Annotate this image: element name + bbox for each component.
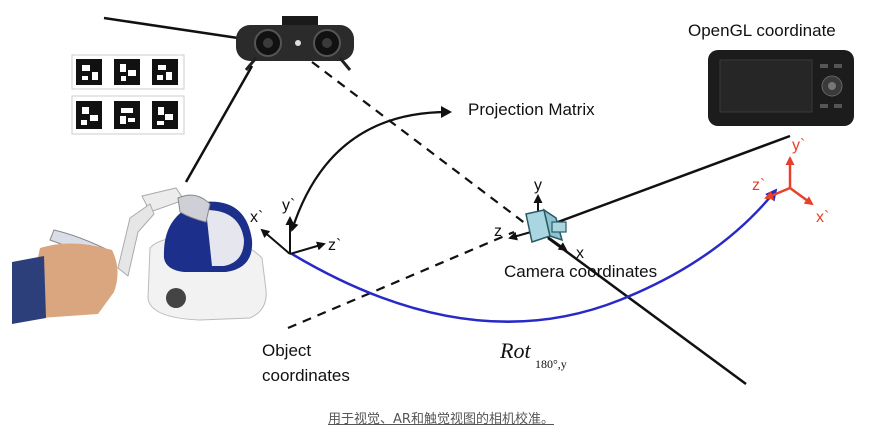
object-coordinates-label-line2: coordinates [262, 366, 350, 385]
projection-matrix-arrow [289, 110, 449, 232]
opengl-axis-z-label: z` [752, 177, 765, 194]
projection-matrix-label: Projection Matrix [468, 100, 595, 119]
object-axes [260, 216, 326, 255]
haptic-device-icon [12, 65, 267, 324]
figure-caption: 用于视觉、AR和触觉视图的相机校准。 [328, 412, 554, 427]
opengl-coordinate-label: OpenGL coordinate [688, 21, 836, 40]
camera-axis-z-label: z [494, 223, 502, 240]
projection-dashed-line-object [287, 230, 515, 330]
object-coordinates-label-line1: Object [262, 341, 311, 360]
projection-dashed-line-camera [311, 61, 527, 225]
camera-to-opengl-line [557, 134, 791, 224]
rotation-label: Rot [499, 338, 531, 363]
camera-coordinates-label: Camera coordinates [504, 262, 657, 281]
camera-axis-y-label: y [534, 177, 542, 194]
projection-matrix-arrowtail [441, 106, 452, 118]
object-axis-z-label: z` [328, 237, 341, 254]
handheld-display-icon [708, 50, 854, 126]
object-axis-x-label: x` [250, 209, 263, 226]
fiducial-marker-icon [71, 54, 185, 135]
rotation-subscript: 180°,y [535, 357, 567, 371]
rotation-curve [291, 188, 778, 323]
opengl-axis-y-label: y` [792, 137, 805, 154]
object-axis-y-label: y` [282, 197, 295, 214]
opengl-axes [764, 156, 814, 206]
camera-body-icon [525, 208, 567, 243]
camera-axis-x-label: x [576, 245, 584, 262]
opengl-axis-x-label: x` [816, 209, 829, 226]
stereo-camera-icon [103, 16, 354, 71]
camera-to-display-line [547, 236, 747, 386]
